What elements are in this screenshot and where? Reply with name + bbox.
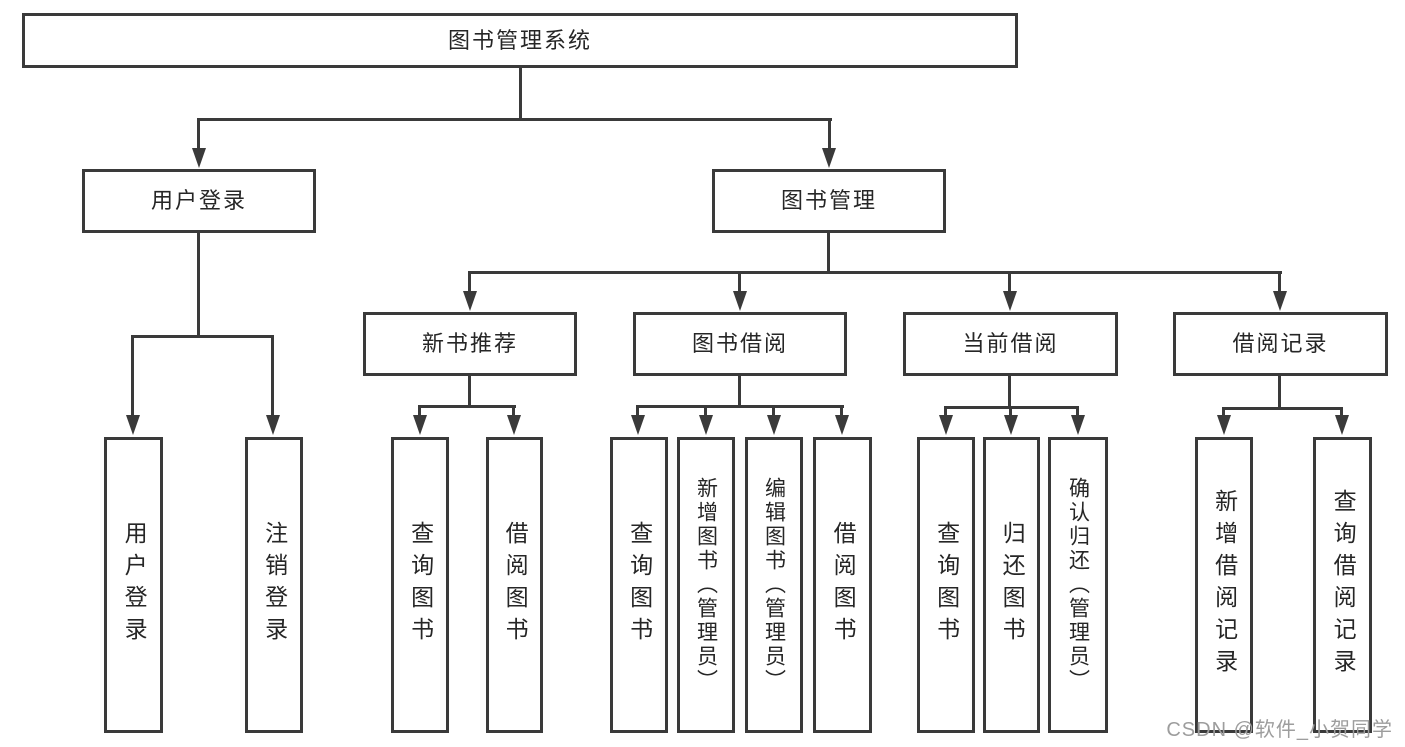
leaf-stub: [1222, 407, 1225, 417]
leaf-stub: [1340, 407, 1343, 417]
leaf-borrow-add-admin: 新增图书（管理员）: [677, 437, 735, 733]
connector-book-borrow-stem: [738, 376, 741, 408]
arrowhead-leaf-login: [126, 415, 140, 435]
arrowhead-leaf: [413, 415, 427, 435]
arrowhead-new-books: [463, 291, 477, 311]
leaf-label: 借阅图书: [830, 521, 857, 649]
leaf-logout: 注销登录: [245, 437, 303, 733]
leaf-label: 查询图书: [626, 521, 653, 649]
leaf-newbooks-borrow: 借阅图书: [486, 437, 543, 733]
arrowhead-current-borrow: [1003, 291, 1017, 311]
arrowhead-leaf: [767, 415, 781, 435]
arrowhead-user-login: [192, 148, 206, 168]
connector-borrow-records-stem: [1278, 376, 1281, 409]
connector-level2-bar: [198, 118, 832, 121]
connector-root-stem: [519, 68, 522, 121]
leaf-stub: [704, 405, 707, 417]
arrowhead-leaf: [1071, 415, 1085, 435]
connector-new-books-stem: [468, 376, 471, 408]
node-label: 借阅记录: [1232, 331, 1329, 356]
node-root-system: 图书管理系统: [22, 13, 1018, 68]
connector-borrow-records-stub: [1278, 271, 1281, 293]
connector-current-borrow-stem: [1008, 376, 1011, 408]
node-book-mgmt: 图书管理: [712, 169, 946, 233]
connector-current-borrow-stub: [1008, 271, 1011, 293]
leaf-label: 用户登录: [121, 521, 148, 649]
arrowhead-leaf: [835, 415, 849, 435]
node-borrow-records: 借阅记录: [1173, 312, 1388, 376]
node-current-borrow: 当前借阅: [903, 312, 1118, 376]
leaf-label: 确认归还（管理员）: [1066, 477, 1090, 693]
arrowhead-leaf: [631, 415, 645, 435]
leaf-stub: [840, 405, 843, 417]
node-label: 图书管理: [780, 188, 877, 213]
node-label: 用户登录: [150, 188, 247, 213]
leaf-label: 新增图书（管理员）: [694, 477, 718, 693]
leaf-stub: [1009, 406, 1012, 417]
node-new-books: 新书推荐: [363, 312, 577, 376]
leaf-label: 新增借阅记录: [1211, 489, 1238, 681]
arrowhead-leaf-logout: [266, 415, 280, 435]
connector-user-login-stem: [197, 233, 200, 338]
connector-leaf-login-stub: [131, 335, 134, 417]
leaf-newbooks-query: 查询图书: [391, 437, 449, 733]
connector-book-mgmt-stem: [827, 233, 830, 274]
node-label: 新书推荐: [421, 331, 518, 356]
leaf-label: 查询图书: [933, 521, 960, 649]
leaf-stub: [512, 405, 515, 417]
leaf-borrow-query: 查询图书: [610, 437, 668, 733]
connector-user-login-stub: [197, 118, 200, 152]
arrowhead-leaf: [1004, 415, 1018, 435]
node-user-login: 用户登录: [82, 169, 316, 233]
connector-book-mgmt-stub: [828, 118, 831, 152]
arrowhead-borrow-records: [1273, 291, 1287, 311]
arrowhead-leaf: [939, 415, 953, 435]
connector-level3-bar: [469, 271, 1282, 274]
node-label: 图书管理系统: [447, 27, 592, 53]
node-label: 当前借阅: [962, 331, 1059, 356]
leaf-borrow-edit-admin: 编辑图书（管理员）: [745, 437, 803, 733]
arrowhead-leaf: [1217, 415, 1231, 435]
arrowhead-leaf: [507, 415, 521, 435]
leaf-stub: [636, 405, 639, 417]
leaf-label: 借阅图书: [502, 521, 529, 649]
node-label: 图书借阅: [691, 331, 788, 356]
connector-user-login-bar: [132, 335, 274, 338]
arrowhead-leaf: [1335, 415, 1349, 435]
leaf-label: 查询图书: [407, 521, 434, 649]
leaf-label: 归还图书: [999, 521, 1026, 649]
node-book-borrow: 图书借阅: [633, 312, 847, 376]
connector-book-borrow-stub: [738, 271, 741, 293]
connector-book-borrow-bar: [637, 405, 844, 408]
connector-leaf-logout-stub: [271, 335, 274, 417]
leaf-records-query: 查询借阅记录: [1313, 437, 1372, 733]
connector-new-books-bar: [419, 405, 516, 408]
leaf-borrow-borrow: 借阅图书: [813, 437, 872, 733]
arrowhead-leaf: [699, 415, 713, 435]
leaf-stub: [1076, 406, 1079, 417]
leaf-current-return: 归还图书: [983, 437, 1040, 733]
arrowhead-book-mgmt: [822, 148, 836, 168]
leaf-stub: [772, 405, 775, 417]
leaf-records-add: 新增借阅记录: [1195, 437, 1253, 733]
leaf-stub: [418, 405, 421, 417]
connector-borrow-records-bar: [1222, 407, 1343, 410]
leaf-stub: [944, 406, 947, 417]
leaf-label: 编辑图书（管理员）: [762, 477, 786, 693]
connector-new-books-stub: [468, 271, 471, 293]
arrowhead-book-borrow: [733, 291, 747, 311]
leaf-current-confirm-admin: 确认归还（管理员）: [1048, 437, 1108, 733]
leaf-user-login: 用户登录: [104, 437, 163, 733]
leaf-current-query: 查询图书: [917, 437, 975, 733]
leaf-label: 查询借阅记录: [1330, 489, 1357, 681]
csdn-watermark: CSDN @软件_小贺同学: [1166, 719, 1393, 741]
leaf-label: 注销登录: [261, 521, 288, 649]
